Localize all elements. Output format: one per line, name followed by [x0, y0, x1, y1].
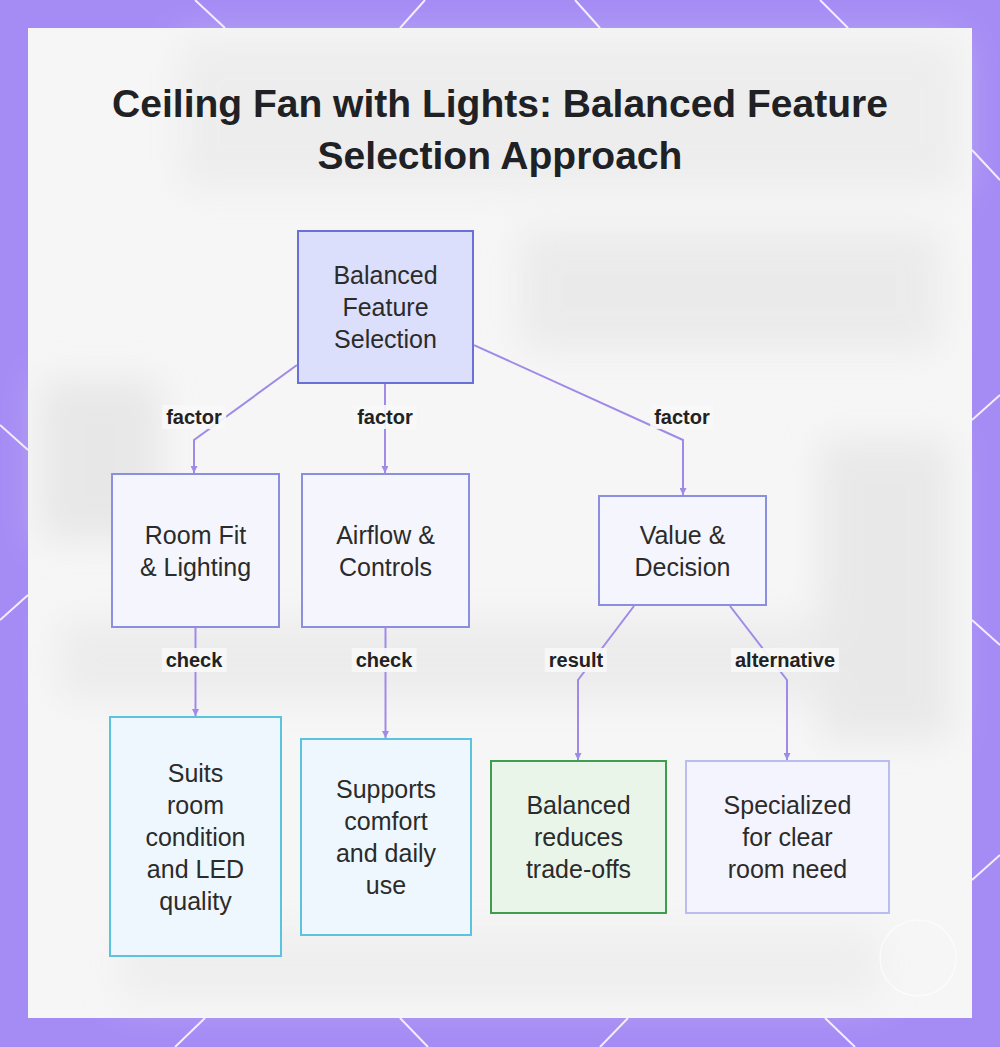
node-text: Airflow & Controls — [328, 519, 444, 583]
connector-arrow — [578, 606, 634, 760]
edge-label: check — [352, 648, 417, 672]
factor-box: Airflow & Controls — [301, 473, 470, 628]
check-box: Suits room condition and LED quality — [109, 716, 282, 957]
corner-line — [575, 0, 600, 28]
node-text: Value & Decision — [625, 519, 741, 583]
blur-shape — [60, 620, 940, 700]
edge-label: alternative — [731, 648, 839, 672]
result-box: Balanced reduces trade-offs — [490, 760, 667, 914]
node-text: Balanced reduces trade-offs — [520, 789, 637, 885]
corner-line — [972, 855, 1000, 880]
alternative-box: Specialized for clear room need — [685, 760, 890, 914]
corner-line — [400, 1018, 428, 1047]
corner-line — [972, 620, 1000, 645]
corner-line — [972, 150, 1000, 180]
blur-shape — [520, 230, 940, 350]
corner-line — [600, 1018, 628, 1047]
factor-box: Room Fit & Lighting — [111, 473, 280, 628]
blurred-photo — [40, 40, 960, 1000]
corner-line — [820, 0, 848, 28]
corner-line — [175, 1018, 205, 1047]
connector-arrow — [730, 606, 787, 760]
node-text: Suits room condition and LED quality — [139, 757, 252, 917]
connector-arrow — [385, 628, 387, 738]
node-text: Specialized for clear room need — [715, 789, 860, 885]
edge-label: factor — [353, 405, 417, 429]
corner-line — [0, 425, 28, 450]
edge-label: factor — [162, 405, 226, 429]
edge-label: result — [545, 648, 607, 672]
diagram-title: Ceiling Fan with Lights: Balanced Featur… — [100, 78, 900, 182]
node-text: Room Fit & Lighting — [138, 519, 254, 583]
edge-label: factor — [650, 405, 714, 429]
edge-label: check — [162, 648, 227, 672]
corner-line — [195, 0, 225, 28]
corner-line — [0, 595, 28, 620]
node-text: Balanced Feature Selection — [327, 259, 444, 355]
corner-line — [972, 395, 1000, 420]
connector-arrow — [195, 628, 197, 716]
root-box: Balanced Feature Selection — [297, 230, 474, 384]
corner-line — [400, 0, 425, 28]
factor-box: Value & Decision — [598, 495, 767, 606]
check-box: Supports comfort and daily use — [300, 738, 472, 936]
blur-shape — [820, 440, 950, 740]
corner-line — [825, 1018, 855, 1047]
node-text: Supports comfort and daily use — [330, 773, 443, 901]
content-panel — [28, 28, 972, 1018]
watermark-logo — [880, 920, 956, 996]
